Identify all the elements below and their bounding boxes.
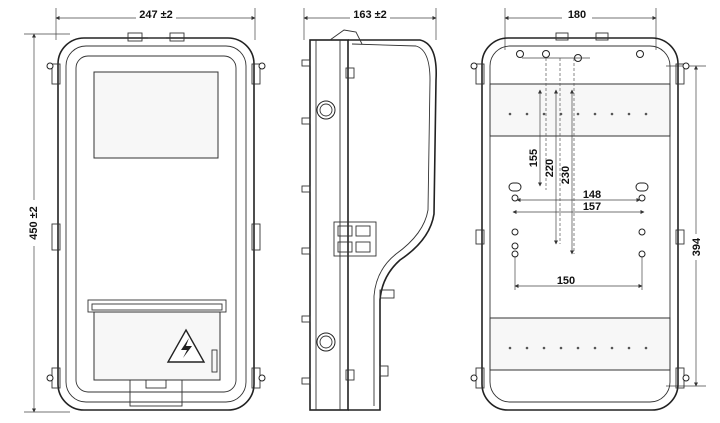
front-mount-hole-bl	[46, 374, 54, 382]
side-hinge-tab-1	[337, 225, 353, 237]
side-hinge-block	[333, 221, 377, 257]
rear-meter-mount-holes	[508, 182, 649, 258]
rear-upper-din-rail	[489, 83, 671, 137]
front-mount-hole-br	[258, 374, 266, 382]
rear-rail-dots	[508, 112, 648, 350]
rear-lug-left-mid	[475, 229, 485, 245]
rear-dim-157-label: 157	[583, 201, 601, 213]
side-view: 163 ±2	[301, 8, 437, 411]
rear-dim-220-label: 220	[544, 159, 556, 177]
rear-lower-din-rail	[489, 317, 671, 371]
front-height-label-bg	[26, 200, 40, 246]
rear-lug-right-top	[675, 63, 685, 85]
side-lug-3	[301, 185, 311, 193]
side-lug-2	[301, 117, 311, 125]
rear-width-label: 180	[568, 9, 586, 21]
rear-dim-150-label: 150	[557, 275, 575, 287]
front-handle-slot	[145, 379, 167, 389]
rear-hole-top-1	[516, 50, 524, 58]
front-meter-window	[93, 71, 219, 159]
rear-top-clip-left	[555, 32, 569, 41]
rear-dim-148-label: 148	[583, 189, 601, 201]
side-hinge-tab-2	[355, 225, 371, 237]
front-hinge-left	[51, 223, 61, 251]
front-view: 247 ±2 450 ±2	[24, 8, 266, 413]
rear-mount-hole-tr	[682, 62, 690, 70]
side-knockout-bottom-inner	[319, 335, 333, 349]
side-cover-inner-profile	[351, 43, 431, 406]
side-depth-label: 163 ±2	[353, 9, 387, 21]
rear-mount-hole-bl	[470, 374, 478, 382]
rear-dim-155-label: 155	[528, 149, 540, 167]
rear-housing-outline	[481, 37, 679, 411]
side-cover-clip-bottom	[345, 369, 355, 381]
rear-width-label-bg	[562, 8, 592, 21]
high-voltage-warning-icon	[166, 328, 206, 363]
side-lug-4	[301, 247, 311, 255]
front-mount-hole-tl	[46, 62, 54, 70]
front-lug-right-top	[251, 63, 261, 85]
side-depth-label-bg	[350, 8, 390, 21]
front-lug-left-top	[51, 63, 61, 85]
front-door-latch	[211, 349, 218, 373]
front-width-label-bg	[136, 8, 176, 21]
rear-lug-right-mid	[675, 229, 685, 245]
side-lug-6	[301, 377, 311, 385]
side-cover-profile	[348, 39, 437, 411]
side-hinge-tab-4	[355, 241, 371, 253]
front-housing-inner-rim	[65, 45, 247, 403]
side-lug-5	[301, 315, 311, 323]
front-breaker-door	[93, 311, 221, 381]
side-top-clip	[329, 29, 363, 45]
rear-height-label: 394	[691, 237, 703, 256]
rear-hole-top-2	[542, 50, 550, 58]
rear-dim-230-label: 230	[560, 166, 572, 184]
front-height-label: 450 ±2	[28, 206, 40, 240]
side-door-latch	[379, 365, 389, 377]
front-hinge-right	[251, 223, 261, 251]
front-breaker-door-hinge	[91, 303, 223, 311]
front-top-clip-left	[127, 32, 143, 42]
rear-view: 180 394	[470, 8, 706, 411]
side-cover-clip-top	[345, 67, 355, 79]
rear-height-label-bg	[689, 234, 703, 260]
front-top-clip-right	[169, 32, 185, 42]
side-hinge-tab-3	[337, 241, 353, 253]
rear-lug-left-top	[475, 63, 485, 85]
rear-mount-hole-tl	[470, 62, 478, 70]
side-door-tab	[379, 289, 395, 299]
front-cover-panel	[75, 55, 237, 393]
front-mount-hole-tr	[258, 62, 266, 70]
side-knockout-top-inner	[319, 103, 333, 117]
front-width-label: 247 ±2	[139, 9, 173, 21]
rear-hole-top-4	[636, 50, 644, 58]
rear-mount-hole-br	[682, 374, 690, 382]
side-lug-1	[301, 59, 311, 67]
side-base-outline	[309, 39, 349, 411]
rear-top-clip-right	[595, 32, 609, 41]
rear-housing-inner-rim	[489, 45, 671, 403]
